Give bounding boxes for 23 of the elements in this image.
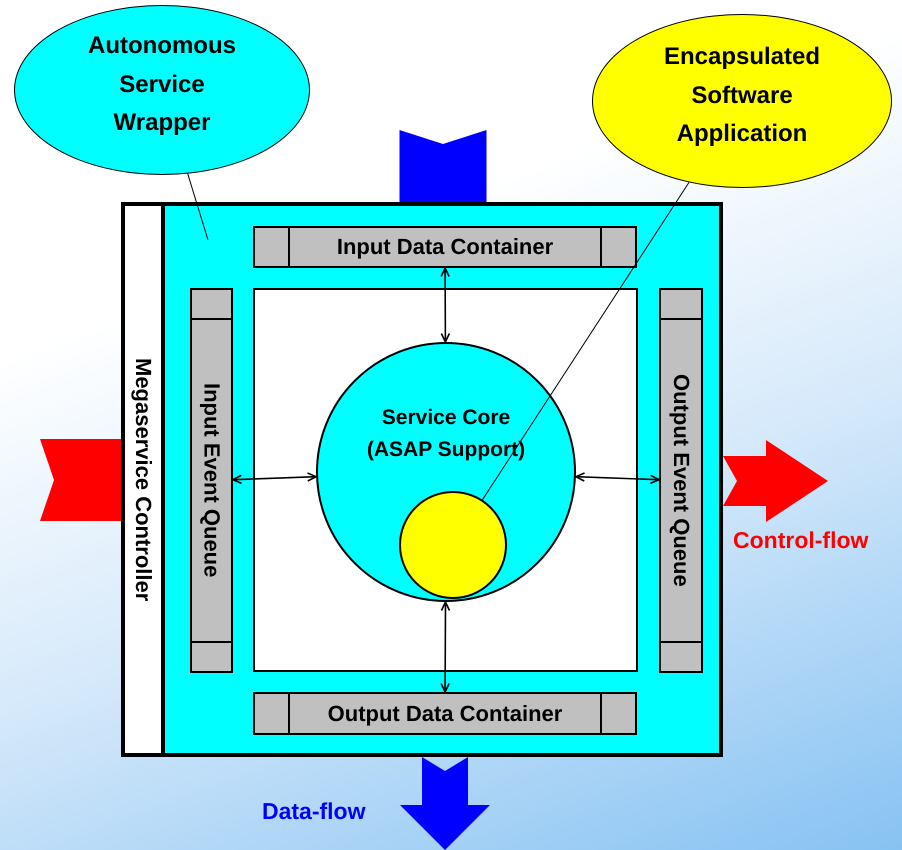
data-container-bar — [253, 692, 637, 735]
queue-label: Input Event Queue — [198, 383, 225, 578]
container-label: Input Data Container — [336, 233, 554, 262]
controller-label: Megaservice Controller — [130, 358, 156, 602]
double-arrow — [575, 472, 660, 484]
event-queue-bar — [190, 288, 233, 673]
leader-line — [187, 173, 208, 240]
block-arrow — [40, 439, 121, 521]
double-arrow — [440, 267, 450, 343]
core-area-box — [253, 288, 638, 672]
queue-label: Output Event Queue — [668, 374, 694, 587]
double-arrow — [232, 472, 317, 484]
flow-label: Control-flow — [733, 527, 868, 554]
double-arrow — [440, 601, 450, 693]
callout-text: Autonomous Service Wrapper — [87, 31, 237, 138]
callout-text: Encapsulated Software Application — [662, 42, 822, 150]
container-label: Output Data Container — [328, 700, 562, 728]
flow-label: Data-flow — [262, 798, 366, 825]
event-queue-bar — [659, 288, 703, 673]
block-arrow — [723, 440, 828, 522]
data-container-bar — [253, 226, 637, 268]
leader-line — [482, 182, 690, 500]
block-arrow — [400, 757, 490, 850]
